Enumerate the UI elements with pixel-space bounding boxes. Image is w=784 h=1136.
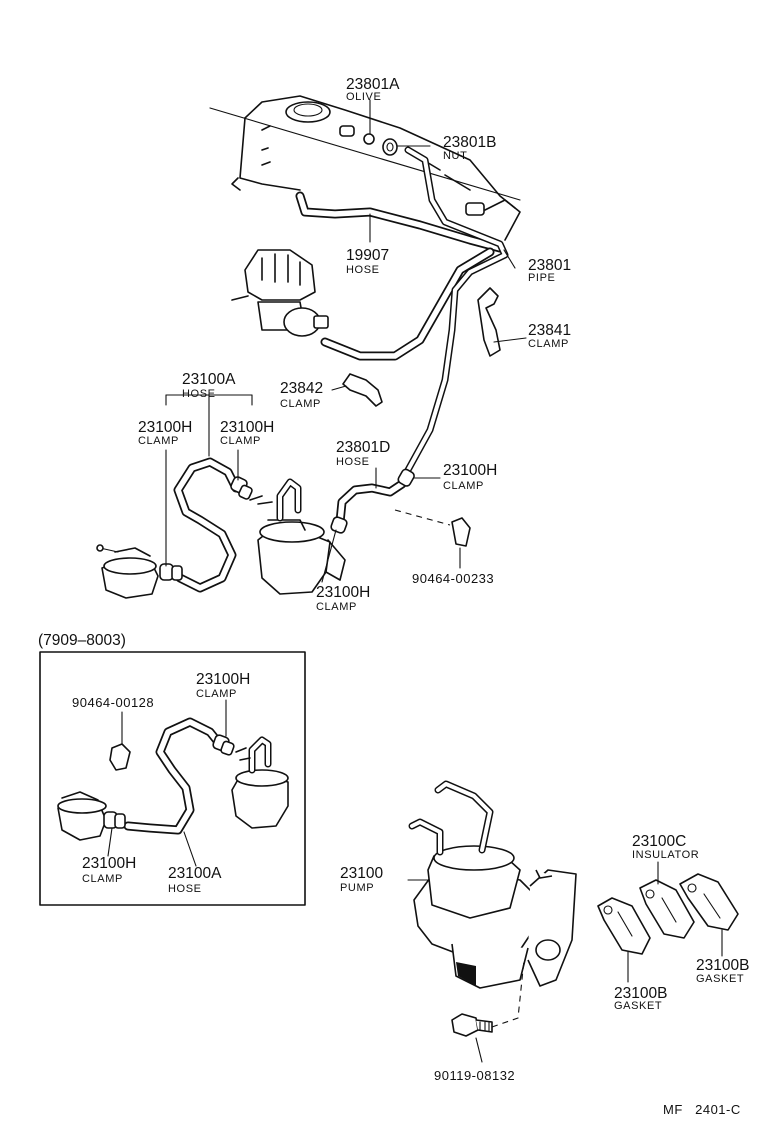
hose-23801D [335,479,407,527]
label-name-clamp-23100H-f: CLAMP [82,873,123,885]
fuel-pump-23100 [408,780,577,989]
leader-lines [107,99,723,1063]
bolt-90119-08132 [451,959,525,1037]
clamp-90464-00128 [109,743,131,771]
label-name-insulator: INSULATOR [632,849,699,861]
label-name-gasket-b: GASKET [696,973,744,985]
inset-box [39,651,306,906]
label-part-23842: 23842 [280,380,323,397]
clamp-23841 [477,287,501,357]
clamp-23100H-inset-bottom [103,811,126,829]
label-reference-code: MF 2401-C [663,1102,741,1117]
clamp-23842 [342,373,383,407]
label-part-23100H-d: 23100H [316,584,370,601]
hose-19907 [295,191,505,361]
label-part-23100H-f: 23100H [82,855,136,872]
label-part-23100H-e: 23100H [196,671,250,688]
label-part-23100B-a: 23100B [614,985,667,1002]
label-part-90119-08132: 90119-08132 [434,1068,515,1083]
clamp-23100H-mid-upper [230,476,253,500]
label-part-23100H-c: 23100H [443,462,497,479]
label-name-clamp-23100H-d: CLAMP [316,601,357,613]
label-name-pump: PUMP [340,882,374,894]
gasket-23100B-left [597,897,651,955]
label-name-hose-23100A-inset: HOSE [168,883,202,895]
gasket-23100B-right [679,873,739,931]
label-part-23801D: 23801D [336,439,390,456]
label-part-90464-00128: 90464-00128 [72,695,154,710]
label-name-hose-23100A-top: HOSE [182,388,216,400]
label-part-23100H-a: 23100H [138,419,192,436]
clamp-23100H-left-upper [159,563,183,581]
label-name-hose-23801D: HOSE [336,456,370,468]
label-name-olive: OLIVE [346,91,381,103]
label-part-23801B: 23801B [443,134,496,151]
label-part-23100C: 23100C [632,833,686,850]
label-part-23100A-top: 23100A [182,371,236,388]
label-name-clamp-23100H-a: CLAMP [138,435,179,447]
label-part-90464-00233: 90464-00233 [412,571,494,586]
nut-part [382,138,398,156]
clamp-23100H-inset-top [212,734,235,756]
olive-part [363,133,375,145]
labels: 23801A OLIVE 23801B NUT 19907 HOSE 23801… [38,76,749,1117]
label-part-23841: 23841 [528,322,571,339]
label-name-hose-19907: HOSE [346,264,380,276]
hose-23100A-upper [173,457,241,593]
label-name-clamp-23842: CLAMP [280,398,321,410]
label-part-23801A: 23801A [346,76,400,93]
clamp-23100H-right [397,468,415,487]
label-name-clamp-23100H-e: CLAMP [196,688,237,700]
label-name-nut: NUT [443,150,467,162]
fuel-pump-upper-small [249,478,346,595]
insulator-23100C [639,879,695,939]
pipe-23801 [404,146,509,474]
label-name-clamp-23841: CLAMP [528,338,569,350]
engine-head-illustration [209,95,521,241]
label-name-clamp-23100H-b: CLAMP [220,435,261,447]
label-part-23100H-b: 23100H [220,419,274,436]
label-part-19907: 19907 [346,247,389,264]
label-part-23100: 23100 [340,865,383,882]
label-name-clamp-23100H-c: CLAMP [443,480,484,492]
label-part-23100A-inset: 23100A [168,865,222,882]
label-part-23801: 23801 [528,257,571,274]
fuel-pump-inset-small [231,736,289,829]
distributor-illustration [231,249,329,337]
label-part-23100B-b: 23100B [696,957,749,974]
clamp-23100H-pump-top [330,516,348,534]
fuel-filter-upper [96,544,159,599]
hose-23100A-inset [123,717,223,835]
clamp-90464-00233 [394,509,471,547]
label-name-gasket-a: GASKET [614,1000,662,1012]
fuel-filter-inset [57,791,107,841]
label-inset-range: (7909–8003) [38,632,126,649]
label-name-pipe: PIPE [528,272,555,284]
